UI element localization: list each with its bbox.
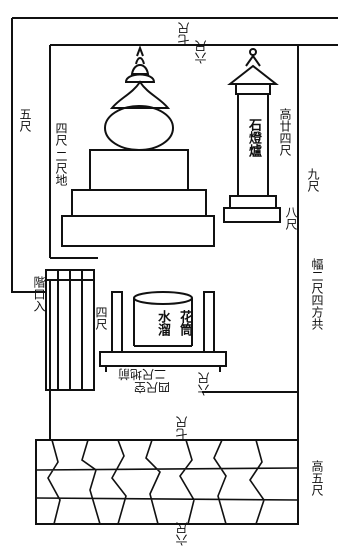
monument [61, 45, 215, 247]
label-two-shaku-base: 二尺地 [54, 150, 68, 186]
inner-right-wall [202, 45, 299, 393]
label-seven-shaku-top: 七尺 [177, 22, 191, 46]
label-nine-shaku: 九尺 [306, 168, 320, 192]
label-flower-vase: 花筒 [177, 310, 192, 336]
stone-wall-joints [35, 439, 299, 525]
stone-lantern [223, 48, 281, 223]
label-width-24-shaku: 幅二尺四方共 [310, 258, 324, 330]
entrance-stairs [45, 269, 95, 391]
label-six-shaku-mid: 六尺 [197, 372, 211, 396]
label-height-5-shaku: 高五尺 [310, 460, 324, 496]
altar-set [99, 291, 227, 372]
label-stone-lantern: 石燈爐 [246, 118, 261, 157]
label-four-shaku-mid: 四尺 [94, 306, 108, 330]
stone-wall [35, 439, 299, 525]
label-six-shaku-bottom: 六尺 [175, 522, 189, 546]
label-five-shaku-left: 五尺 [18, 108, 32, 132]
label-four-shaku-left: 四尺 [54, 122, 68, 146]
label-height-24-shaku: 高廿四尺 [278, 108, 292, 156]
label-two-shaku-front: 二尺地前 [118, 367, 167, 381]
inner-plot-boundary [49, 45, 299, 441]
label-seven-shaku-bottom: 七尺 [175, 416, 189, 440]
label-water-basin: 水溜 [155, 310, 170, 336]
outer-enclosure-line [11, 17, 338, 293]
label-stairs-entrance: 階口入 [32, 276, 46, 312]
label-eight-shaku: 八尺 [284, 206, 298, 230]
label-six-shaku-top: 六尺 [194, 40, 208, 64]
label-four-shaku-front: 四尺空 [134, 380, 171, 394]
